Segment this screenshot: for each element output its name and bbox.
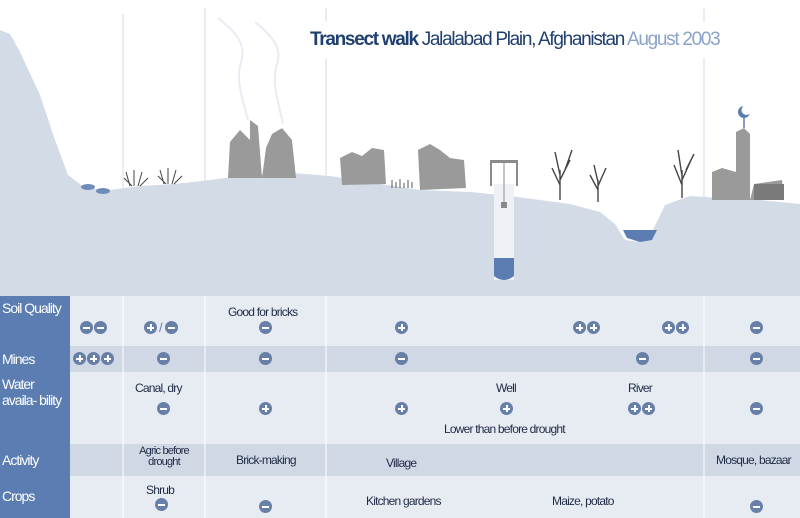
row-label-mines: Mines xyxy=(0,346,70,372)
row-label-water-text: Water availa- bility xyxy=(2,376,62,408)
band-water xyxy=(70,372,800,444)
row-label-soil-text: Soil Quality xyxy=(2,300,62,316)
plus-symbol xyxy=(500,402,513,415)
pond-stone-2 xyxy=(96,188,110,194)
plus-symbol xyxy=(144,321,157,334)
water-river-text: River xyxy=(628,381,653,395)
crops-col6-text: Maize, potato xyxy=(552,494,614,508)
dead-trees xyxy=(551,149,695,202)
row-label-activity-text: Activity xyxy=(2,452,39,468)
river-water xyxy=(623,230,657,242)
plus-symbol xyxy=(676,321,689,334)
well-shaft xyxy=(490,160,518,280)
mines-symbol-col2 xyxy=(157,352,170,365)
mosque-bazaar xyxy=(712,128,784,200)
minus-symbol xyxy=(395,352,408,365)
minus-symbol xyxy=(259,352,272,365)
water-symbol-col3 xyxy=(259,402,272,415)
title-place: Jalalabad Plain, Afghanistan xyxy=(421,29,626,50)
row-label-activity: Activity xyxy=(0,444,70,476)
terrain xyxy=(0,30,800,296)
row-label-crops-text: Crops xyxy=(2,488,35,504)
crops-col4-text: Kitchen gardens xyxy=(366,494,442,508)
plus-symbol xyxy=(587,321,600,334)
activity-col2-text: Agric before drought xyxy=(128,446,200,468)
minus-symbol xyxy=(94,321,107,334)
activity-col3-text: Brick-making xyxy=(236,453,297,467)
band-activity xyxy=(70,444,800,476)
band-mines xyxy=(70,346,800,372)
diagram-title: Transect walk Jalalabad Plain, Afghanist… xyxy=(310,22,798,58)
soil-symbol-col6 xyxy=(573,321,600,334)
landscape-illustration xyxy=(0,8,800,296)
title-bold: Transect walk xyxy=(310,29,419,50)
row-label-water: Water availa- bility xyxy=(0,372,70,444)
mines-symbol-col8 xyxy=(750,352,763,365)
crops-symbol-col2 xyxy=(155,498,168,511)
plus-symbol xyxy=(662,321,675,334)
minus-symbol xyxy=(750,402,763,415)
table-dividers xyxy=(122,296,705,518)
plus-symbol xyxy=(642,402,655,415)
activity-col4-text: Village xyxy=(386,456,417,470)
brick-kilns xyxy=(228,120,296,178)
activity-col2-label: Agric before drought xyxy=(139,445,190,468)
minus-symbol xyxy=(259,500,272,513)
water-symbol-col2 xyxy=(157,402,170,415)
soil-col3-text: Good for bricks xyxy=(228,305,298,319)
minus-symbol xyxy=(636,352,649,365)
plus-symbol xyxy=(259,402,272,415)
plus-symbol xyxy=(395,402,408,415)
plus-symbol xyxy=(101,352,114,365)
minus-symbol xyxy=(750,500,763,513)
water-well-text: Well xyxy=(496,381,517,395)
soil-symbol-col7 xyxy=(662,321,689,334)
soil-symbol-col3 xyxy=(259,321,272,334)
plus-symbol xyxy=(73,352,86,365)
kiln-smoke xyxy=(212,15,283,129)
crescent-icon xyxy=(738,105,752,128)
activity-col8-text: Mosque, bazaar xyxy=(716,453,792,467)
plus-symbol xyxy=(87,352,100,365)
minus-symbol xyxy=(750,352,763,365)
water-symbol-col4 xyxy=(395,402,408,415)
shrubs xyxy=(123,168,183,187)
pond-stone-1 xyxy=(81,184,95,190)
soil-symbol-col2: / xyxy=(144,321,178,334)
row-label-mines-text: Mines xyxy=(2,351,35,367)
mines-symbol-col6 xyxy=(636,352,649,365)
soil-symbol-col8 xyxy=(750,321,763,334)
crops-col2-text: Shrub xyxy=(146,483,175,497)
water-symbol-col8 xyxy=(750,402,763,415)
water-symbol-well xyxy=(500,402,513,415)
plus-symbol xyxy=(628,402,641,415)
mines-symbol-col4 xyxy=(395,352,408,365)
minus-symbol xyxy=(164,321,178,334)
village-ruins xyxy=(340,144,466,190)
crops-symbol-col8 xyxy=(750,500,763,513)
row-label-soil: Soil Quality xyxy=(0,296,70,346)
slash-separator: / xyxy=(159,320,163,335)
soil-symbol-col4 xyxy=(395,321,408,334)
minus-symbol xyxy=(157,402,170,415)
minus-symbol xyxy=(157,352,170,365)
mines-symbol-col3 xyxy=(259,352,272,365)
kiln-smoke-shadow xyxy=(217,17,284,125)
plus-symbol xyxy=(395,321,408,334)
title-date: August 2003 xyxy=(627,29,721,50)
water-well-note: Lower than before drought xyxy=(444,422,566,436)
minus-symbol xyxy=(750,321,763,334)
water-symbol-river xyxy=(628,402,655,415)
mines-symbol-col1 xyxy=(73,352,114,365)
minus-symbol xyxy=(259,321,272,334)
band-crops xyxy=(70,476,800,518)
plus-symbol xyxy=(573,321,586,334)
crops-symbol-col3 xyxy=(259,500,272,513)
minus-symbol xyxy=(155,498,168,511)
water-col2-text: Canal, dry xyxy=(135,381,182,395)
soil-symbol-col1 xyxy=(80,321,107,334)
row-label-crops: Crops xyxy=(0,476,70,518)
minus-symbol xyxy=(80,321,93,334)
